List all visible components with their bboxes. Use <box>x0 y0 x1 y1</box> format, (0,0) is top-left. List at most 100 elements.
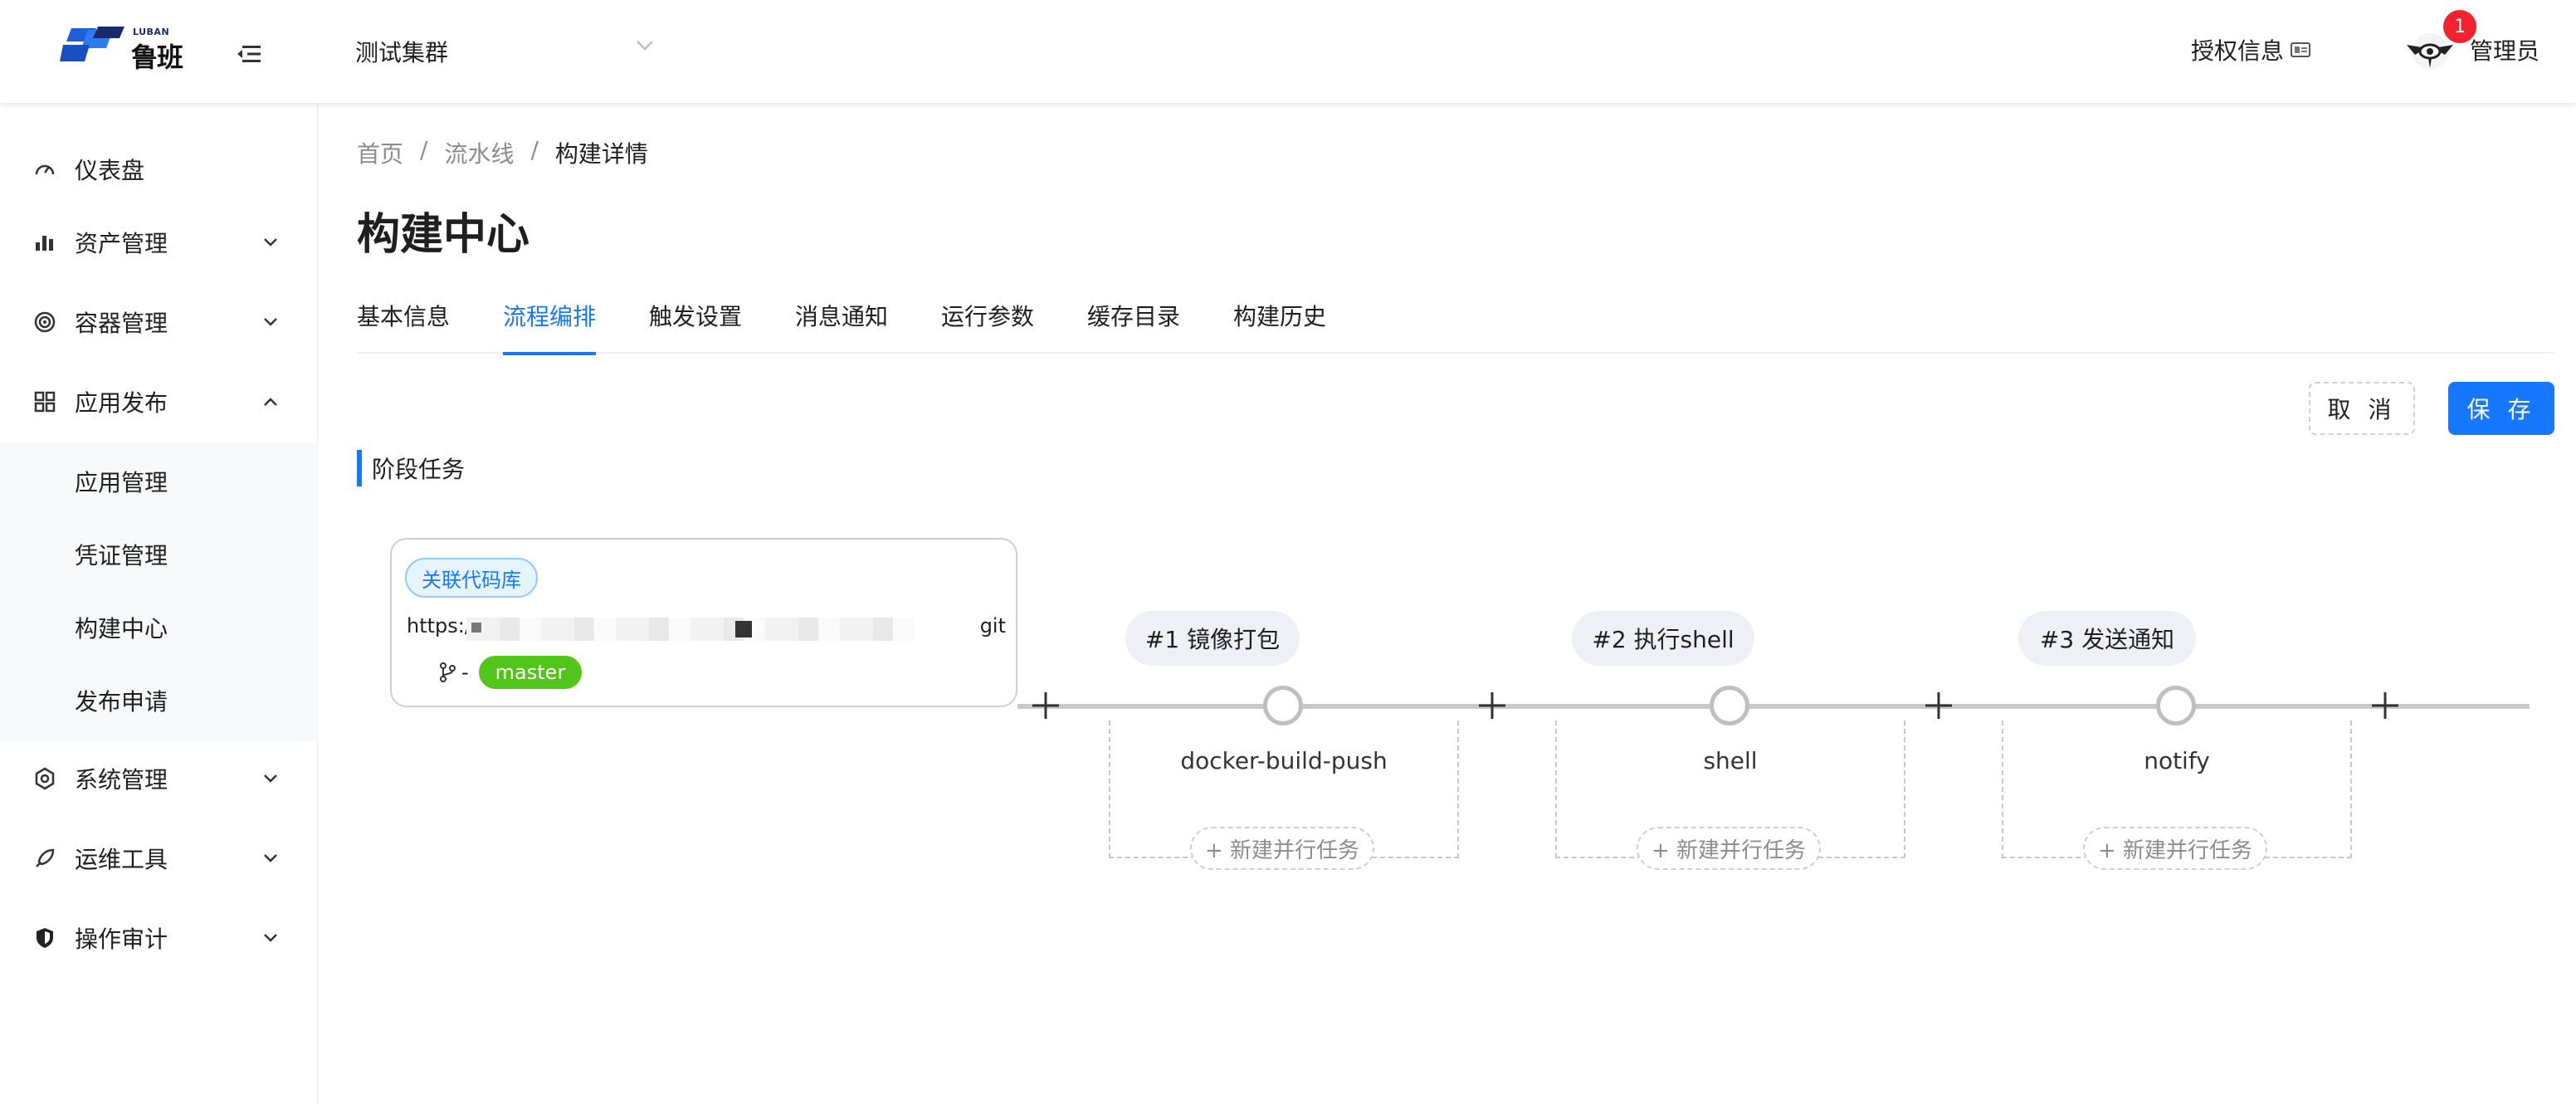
add-stage-icon[interactable] <box>1477 691 1507 721</box>
pipeline-track <box>1017 704 2530 709</box>
sidebar-item-system[interactable]: 系统管理 <box>0 742 319 815</box>
sidebar-item-label: 仪表盘 <box>75 157 145 184</box>
sidebar-item-app-release[interactable]: 应用发布 <box>0 365 319 438</box>
rocket-icon <box>36 848 55 867</box>
sidebar-subitem-release-request[interactable]: 发布申请 <box>0 662 319 735</box>
stage-title-1[interactable]: #1 镜像打包 <box>1125 611 1300 666</box>
branch-tag: master <box>478 656 583 689</box>
avatar-icon <box>2407 33 2453 70</box>
sidebar-subitem-label: 构建中心 <box>75 615 168 642</box>
section-title-label: 阶段任务 <box>372 456 466 483</box>
notification-badge: 1 <box>2443 10 2476 43</box>
sidebar-item-ops-tools[interactable]: 运维工具 <box>0 822 319 895</box>
repo-url: https:/ git <box>407 614 1006 644</box>
chevron-down-icon <box>637 41 653 51</box>
tab-basic-info[interactable]: 基本信息 <box>357 303 451 330</box>
repo-url-suffix: git <box>979 614 1006 637</box>
menu-fold-icon[interactable] <box>237 45 261 63</box>
sidebar-item-dashboard[interactable]: 仪表盘 <box>0 133 319 206</box>
breadcrumb-current: 构建详情 <box>554 140 648 168</box>
stage-title-3[interactable]: #3 发送通知 <box>2018 611 2196 666</box>
tab-trigger-settings[interactable]: 触发设置 <box>649 303 743 330</box>
gear-icon <box>35 767 55 790</box>
tab-notifications[interactable]: 消息通知 <box>795 303 889 330</box>
sidebar-subitem-app-management[interactable]: 应用管理 <box>0 443 319 516</box>
redacted-mark <box>471 623 481 633</box>
license-info-link[interactable]: 授权信息 <box>2191 32 2311 68</box>
cancel-button[interactable]: 取 消 <box>2309 382 2415 435</box>
logo-text-en: LUBAN <box>133 27 170 37</box>
add-parallel-task-button-1[interactable]: + 新建并行任务 <box>1190 827 1375 870</box>
main-content: 首页 / 流水线 / 构建详情 构建中心 基本信息 流程编排 触发设置 消息通知… <box>320 103 2576 1104</box>
sidebar-subitem-build-center[interactable]: 构建中心 <box>0 589 319 662</box>
add-parallel-task-button-2[interactable]: + 新建并行任务 <box>1637 827 1822 870</box>
redacted-mark <box>735 621 752 637</box>
sidebar-item-audit[interactable]: 操作审计 <box>0 901 319 975</box>
bar-chart-icon <box>36 236 53 251</box>
stage-node-1[interactable] <box>1263 686 1303 725</box>
chevron-up-icon <box>264 398 277 406</box>
sidebar-subitem-label: 凭证管理 <box>75 542 168 569</box>
stage-title-2[interactable]: #2 执行shell <box>1572 611 1754 666</box>
tab-bar: 基本信息 流程编排 触发设置 消息通知 运行参数 缓存目录 构建历史 <box>357 299 2554 355</box>
sidebar-item-containers[interactable]: 容器管理 <box>0 286 319 359</box>
breadcrumb: 首页 / 流水线 / 构建详情 <box>357 136 648 169</box>
sidebar-subitem-label: 应用管理 <box>75 469 168 496</box>
id-card-icon <box>2291 42 2311 57</box>
sidebar-item-assets[interactable]: 资产管理 <box>0 206 319 279</box>
sidebar-subitem-label: 发布申请 <box>75 688 168 716</box>
sidebar-subitem-credentials[interactable]: 凭证管理 <box>0 516 319 589</box>
sidebar-item-label: 操作审计 <box>75 926 168 953</box>
sidebar-item-label: 容器管理 <box>75 310 168 337</box>
target-icon <box>34 311 56 333</box>
appstore-icon <box>34 391 56 413</box>
chevron-down-icon <box>264 318 277 326</box>
add-stage-icon[interactable] <box>1924 691 1954 721</box>
tab-flow-editor[interactable]: 流程编排 <box>503 299 597 355</box>
chevron-down-icon <box>264 854 277 862</box>
chevron-down-icon <box>264 934 277 942</box>
sidebar-item-label: 应用发布 <box>75 389 168 417</box>
add-stage-icon[interactable] <box>1031 691 1061 721</box>
branch-prefix: - <box>461 661 469 684</box>
shield-icon <box>37 928 53 948</box>
branch-row: - master <box>438 654 583 691</box>
redacted-url <box>466 618 915 641</box>
logo-mark-icon <box>60 27 124 61</box>
repo-tag: 关联代码库 <box>405 558 538 598</box>
cluster-select-value: 测试集群 <box>355 39 449 66</box>
top-header: LUBAN 鲁班 测试集群 授权信息 1 管理员 <box>0 0 2576 103</box>
task-name-2[interactable]: shell <box>1703 747 1758 774</box>
sidebar-item-label: 运维工具 <box>75 846 168 873</box>
pipeline-canvas: 关联代码库 https:/ git - master <box>320 501 2576 916</box>
cluster-select[interactable]: 测试集群 <box>355 32 654 68</box>
chevron-down-icon <box>264 238 277 247</box>
breadcrumb-home[interactable]: 首页 <box>357 140 404 168</box>
task-name-3[interactable]: notify <box>2144 747 2210 774</box>
tab-cache-dirs[interactable]: 缓存目录 <box>1087 303 1181 330</box>
repo-card[interactable]: 关联代码库 https:/ git - master <box>390 538 1017 707</box>
repo-url-prefix: https:/ <box>407 614 471 637</box>
add-stage-icon[interactable] <box>2370 691 2400 721</box>
sidebar: 仪表盘 资产管理 容器管理 应用发布 应用管理 <box>0 103 319 1104</box>
breadcrumb-pipeline[interactable]: 流水线 <box>444 140 515 168</box>
add-parallel-task-button-3[interactable]: + 新建并行任务 <box>2083 827 2268 870</box>
luban-logo[interactable]: LUBAN 鲁班 <box>60 22 184 73</box>
license-info-label: 授权信息 <box>2191 37 2285 65</box>
breadcrumb-separator: / <box>530 136 539 164</box>
section-title: 阶段任务 <box>357 450 465 486</box>
tab-build-history[interactable]: 构建历史 <box>1233 303 1327 330</box>
dashboard-icon <box>35 164 55 175</box>
avatar[interactable] <box>2403 30 2456 73</box>
section-accent-bar <box>357 450 362 486</box>
sidebar-item-label: 系统管理 <box>75 766 168 794</box>
user-name[interactable]: 管理员 <box>2470 37 2540 65</box>
logo-text-cn: 鲁班 <box>131 42 183 73</box>
tab-run-params[interactable]: 运行参数 <box>941 303 1035 330</box>
stage-node-2[interactable] <box>1710 686 1749 725</box>
sidebar-item-label: 资产管理 <box>75 230 168 257</box>
task-name-1[interactable]: docker-build-push <box>1180 747 1388 774</box>
submenu-app-release: 应用管理 凭证管理 构建中心 发布申请 <box>0 443 319 742</box>
stage-node-3[interactable] <box>2156 686 2196 725</box>
save-button[interactable]: 保 存 <box>2448 382 2554 435</box>
